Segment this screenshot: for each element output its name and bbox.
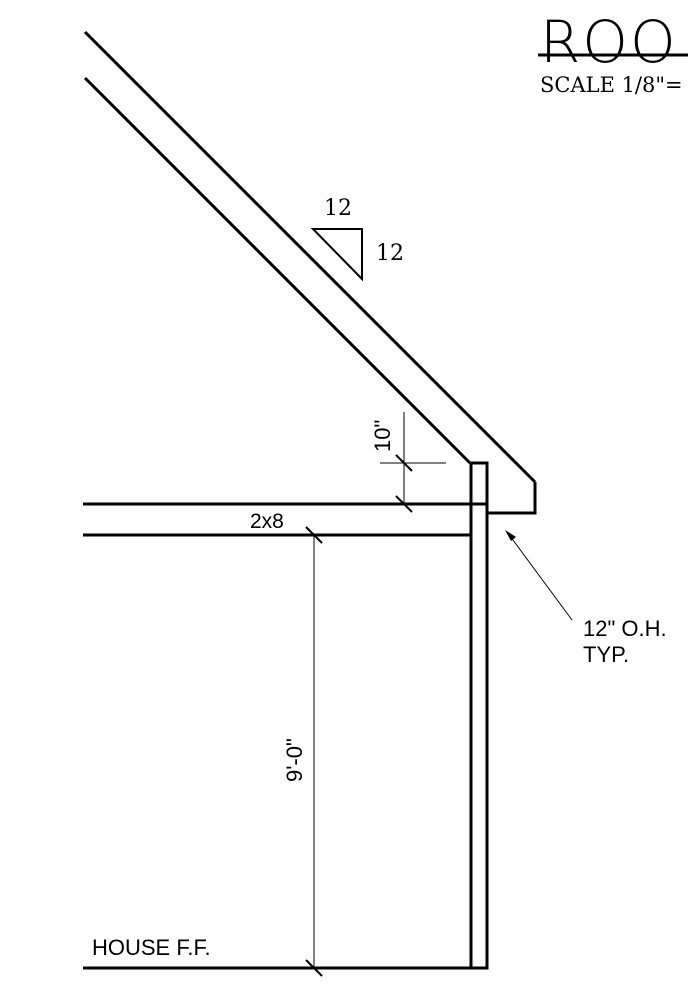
wall-dim-tick-bottom: [305, 959, 323, 977]
joist-size-label: 2x8: [250, 510, 284, 533]
overhang-leader: [509, 535, 573, 621]
rafter-bottom-edge: [83, 76, 472, 465]
drawing-title: ROO: [540, 8, 678, 76]
heel-dim-label: 10": [370, 420, 395, 452]
wall-dim-tick-top: [305, 526, 323, 544]
wall-dim-label: 9'-0": [282, 738, 307, 782]
pitch-run-label: 12: [324, 196, 352, 221]
overhang-arrow-icon: [505, 530, 516, 541]
wall-stud: [469, 461, 489, 970]
pitch-triangle-icon: [310, 228, 363, 282]
overhang-note-line2: TYP.: [583, 642, 629, 667]
rafter-top-edge: [83, 30, 537, 484]
overhang-note-line1: 12" O.H.: [583, 616, 667, 641]
scale-label: SCALE 1/8"=: [540, 73, 683, 97]
heel-dim-tick-bottom: [395, 495, 413, 513]
floor-label: HOUSE F.F.: [92, 935, 211, 960]
heel-dim-tick-top: [395, 454, 413, 472]
pitch-rise-label: 12: [376, 241, 404, 266]
rafter-tail: [487, 482, 537, 515]
